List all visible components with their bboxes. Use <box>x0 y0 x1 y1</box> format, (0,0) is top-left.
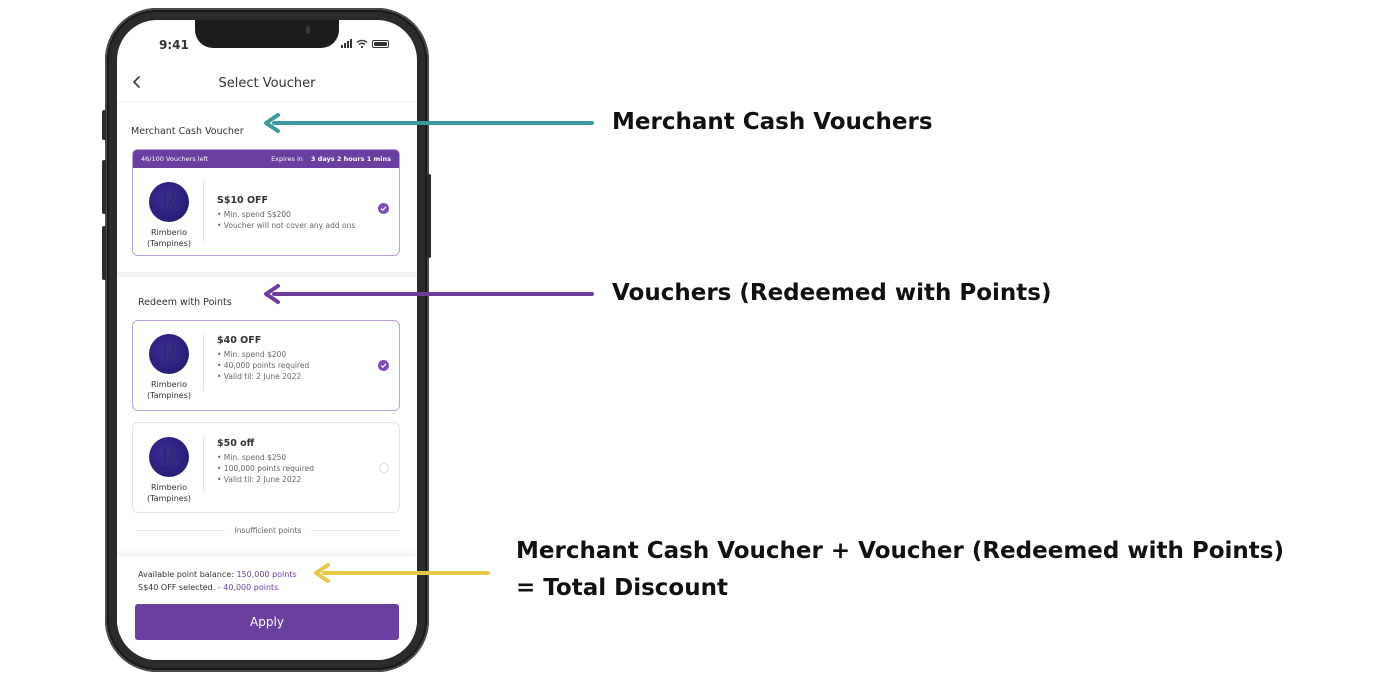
offer-title: $50 off <box>217 438 255 449</box>
divider-line <box>311 530 399 531</box>
insufficient-points-divider: Insufficient points <box>137 526 399 535</box>
merchant-annotation: Merchant Cash Vouchers <box>612 109 933 135</box>
merchant-name: Rimberio (Tampines) <box>139 482 199 504</box>
total-annotation-line1: Merchant Cash Voucher + Voucher (Redeeme… <box>516 538 1284 564</box>
yellow-arrow <box>314 563 490 583</box>
apply-button[interactable]: Apply <box>135 604 399 640</box>
back-arrow-icon[interactable] <box>129 74 145 90</box>
card-divider <box>203 435 204 493</box>
expires-value: 3 days 2 hours 1 mins <box>310 155 391 163</box>
status-time: 9:41 <box>159 38 189 52</box>
offer-detail: • Min. spend $200 <box>217 350 287 359</box>
total-annotation-line2: = Total Discount <box>516 575 728 601</box>
unselected-radio[interactable] <box>379 463 389 473</box>
merchant-name-line2: (Tampines) <box>147 239 191 248</box>
offer-detail: • Min. spend $250 <box>217 453 287 462</box>
selected-label: S$40 OFF selected. <box>138 583 218 592</box>
balance-value: 150,000 points <box>236 570 297 579</box>
merchant-logo: R <box>149 182 189 222</box>
logo-letter: R <box>159 341 179 367</box>
points-voucher-card[interactable]: R Rimberio (Tampines) $50 off • Min. spe… <box>132 422 400 513</box>
merchant-logo: R <box>149 437 189 477</box>
nav-bar: Select Voucher <box>117 68 417 103</box>
points-annotation: Vouchers (Redeemed with Points) <box>612 280 1052 306</box>
card-divider <box>203 333 204 391</box>
offer-detail: • Voucher will not cover any add ons <box>217 221 356 230</box>
wifi-icon <box>356 39 368 48</box>
phone-screen: 9:41 Select Voucher Merchant Cash Vouche… <box>117 20 417 660</box>
points-section-title: Redeem with Points <box>138 297 232 308</box>
offer-detail: • Valid til: 2 June 2022 <box>217 475 302 484</box>
mute-switch <box>102 110 106 140</box>
voucher-info-bar: 46/100 Vouchers left Expires in 3 days 2 … <box>133 150 399 168</box>
page-title: Select Voucher <box>218 76 316 91</box>
offer-details: S$10 OFF • Min. spend S$200 • Voucher wi… <box>217 195 355 231</box>
power-button <box>427 174 431 258</box>
logo-letter: R <box>159 444 179 470</box>
offer-detail: • 40,000 points required <box>217 361 310 370</box>
merchant-info: R Rimberio (Tampines) <box>139 437 199 504</box>
vouchers-left: 46/100 Vouchers left <box>141 155 209 163</box>
signal-icon <box>341 39 352 48</box>
selected-check-icon[interactable] <box>378 203 389 214</box>
merchant-section-title: Merchant Cash Voucher <box>131 126 244 137</box>
insufficient-points-label: Insufficient points <box>234 526 302 535</box>
camera-dot <box>306 26 310 34</box>
offer-detail: • 100,000 points required <box>217 464 315 473</box>
merchant-name: Rimberio (Tampines) <box>139 379 199 401</box>
point-balance-text: Available point balance: 150,000 points <box>138 570 297 579</box>
volume-down-button <box>102 226 106 280</box>
notch <box>195 20 339 48</box>
selected-points: - 40,000 points <box>217 583 279 592</box>
section-divider <box>117 272 417 277</box>
phone-frame: 9:41 Select Voucher Merchant Cash Vouche… <box>102 8 431 672</box>
volume-up-button <box>102 160 106 214</box>
offer-title: S$10 OFF <box>217 195 269 206</box>
expires-label: Expires in <box>271 155 303 163</box>
merchant-name-line1: Rimberio <box>151 228 187 237</box>
selected-summary-text: S$40 OFF selected. - 40,000 points <box>138 583 278 592</box>
card-divider <box>203 180 204 242</box>
merchant-name-line1: Rimberio <box>151 483 187 492</box>
offer-title: $40 OFF <box>217 335 262 346</box>
summary-footer: Available point balance: 150,000 points … <box>117 556 417 660</box>
merchant-logo: R <box>149 334 189 374</box>
purple-arrow <box>264 284 594 304</box>
offer-details: $50 off • Min. spend $250 • 100,000 poin… <box>217 438 314 485</box>
battery-icon <box>372 40 389 48</box>
merchant-name-line2: (Tampines) <box>147 391 191 400</box>
logo-letter: R <box>159 189 179 215</box>
offer-detail: • Min. spend S$200 <box>217 210 291 219</box>
merchant-name: Rimberio (Tampines) <box>139 227 199 249</box>
merchant-info: R Rimberio (Tampines) <box>139 334 199 401</box>
offer-details: $40 OFF • Min. spend $200 • 40,000 point… <box>217 335 309 382</box>
points-voucher-card[interactable]: R Rimberio (Tampines) $40 OFF • Min. spe… <box>132 320 400 411</box>
merchant-name-line1: Rimberio <box>151 380 187 389</box>
divider-line <box>137 530 225 531</box>
offer-detail: • Valid til: 2 June 2022 <box>217 372 302 381</box>
status-icons <box>341 39 389 48</box>
balance-label: Available point balance: <box>138 570 237 579</box>
teal-arrow <box>264 113 594 133</box>
expiry-info: Expires in 3 days 2 hours 1 mins <box>271 155 391 163</box>
merchant-name-line2: (Tampines) <box>147 494 191 503</box>
selected-check-icon[interactable] <box>378 360 389 371</box>
merchant-info: R Rimberio (Tampines) <box>139 182 199 249</box>
merchant-voucher-card[interactable]: 46/100 Vouchers left Expires in 3 days 2 … <box>132 149 400 256</box>
